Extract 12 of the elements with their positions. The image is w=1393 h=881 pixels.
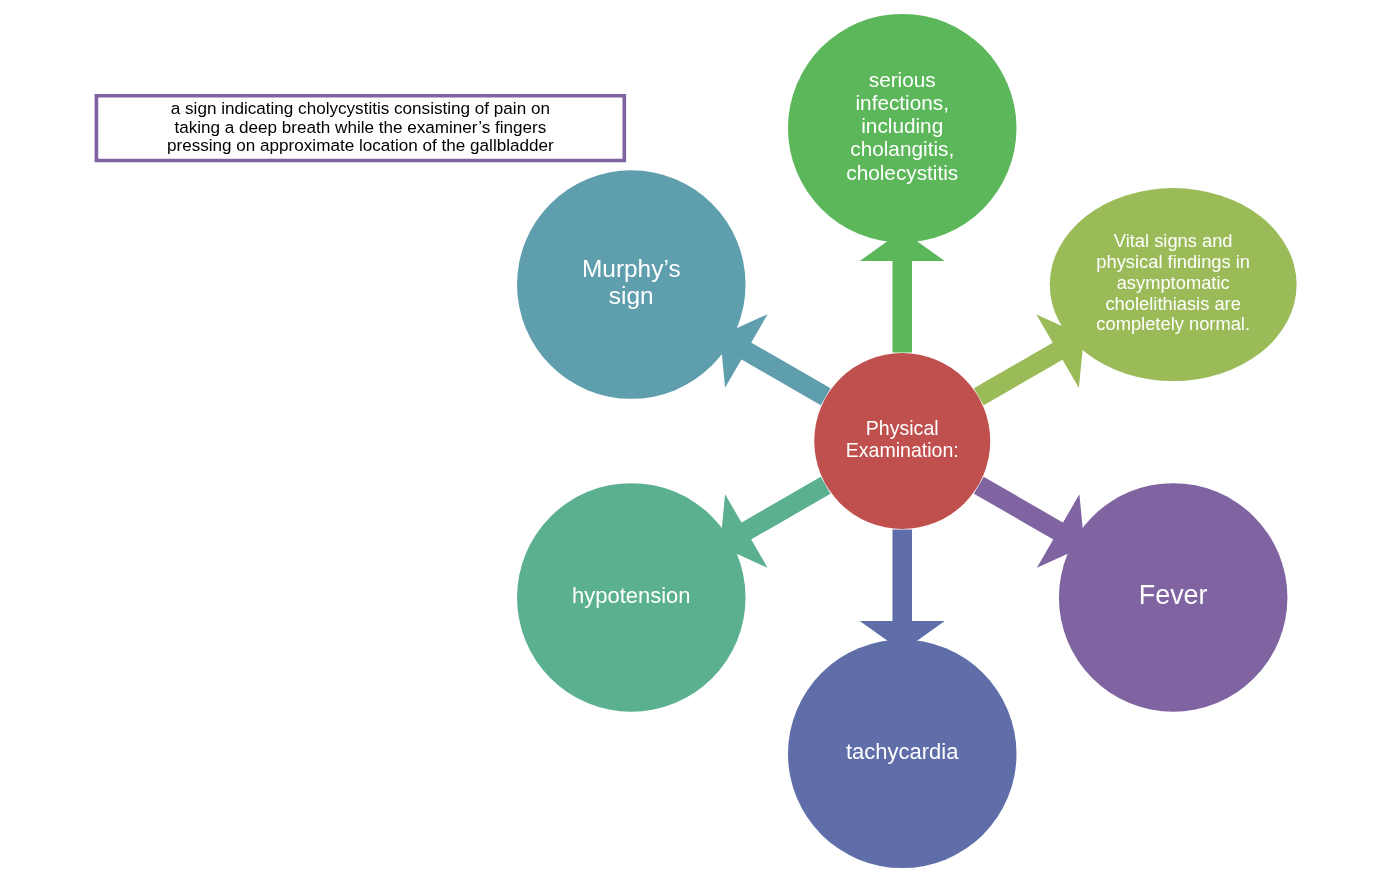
arrow	[973, 476, 1085, 568]
node-circle: serious infections, including cholangitis, cholecystitis	[788, 13, 1017, 242]
node-circle: Murphy’s sign	[517, 169, 746, 399]
node-circle: tachycardia	[788, 639, 1017, 868]
node-circle: hypotension	[517, 482, 746, 712]
node-circle: Fever	[1058, 482, 1288, 712]
node-box: a sign indicating cholycystitis consisting of pain on taking a deep breath while the examiner’s fingers pressing on approximate location of the gallbladder	[94, 93, 627, 162]
node-ellipse: Vital signs and physical findings in asymptomatic cholelithiasis are completely normal.	[1049, 187, 1297, 381]
node-circle: Physical Examination:	[814, 352, 991, 529]
arrow	[720, 476, 831, 568]
arrow	[973, 313, 1084, 405]
arrow	[720, 313, 831, 405]
